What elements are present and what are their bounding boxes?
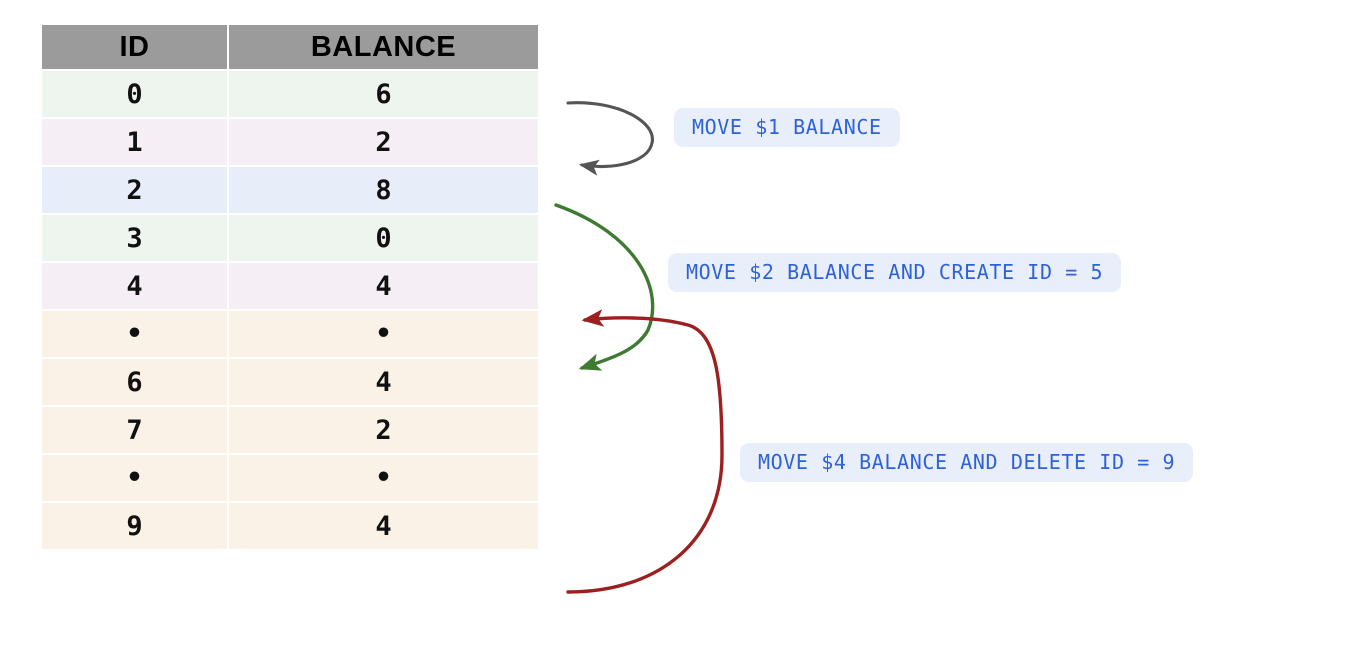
cell-id: 2	[42, 167, 228, 213]
cell-balance: 2	[229, 407, 538, 453]
cell-balance: 8	[229, 167, 538, 213]
cell-id: 3	[42, 215, 228, 261]
table-row: ••	[42, 311, 538, 357]
cell-balance: 0	[229, 215, 538, 261]
cell-id: •	[42, 455, 228, 501]
arrow-move3	[566, 309, 724, 594]
cell-balance: 2	[229, 119, 538, 165]
column-header-id: ID	[42, 25, 228, 69]
cell-id: 6	[42, 359, 228, 405]
cell-balance: 4	[229, 263, 538, 309]
table-header-row: ID BALANCE	[42, 25, 538, 69]
cell-id: 0	[42, 71, 228, 117]
annotation-move-1-balance: MOVE $1 BALANCE	[674, 108, 900, 147]
cell-id: 1	[42, 119, 228, 165]
cell-id: 9	[42, 503, 228, 549]
arrow-move2	[554, 203, 655, 371]
cell-id: 4	[42, 263, 228, 309]
cell-id: •	[42, 311, 228, 357]
arrow-move1	[566, 101, 654, 176]
annotation-move-2-balance-create: MOVE $2 BALANCE AND CREATE ID = 5	[668, 253, 1122, 292]
cell-balance: 4	[229, 359, 538, 405]
table-row: ••	[42, 455, 538, 501]
cell-balance: 4	[229, 503, 538, 549]
cell-balance: •	[229, 455, 538, 501]
column-header-balance: BALANCE	[229, 25, 538, 69]
cell-id: 7	[42, 407, 228, 453]
cell-balance: 6	[229, 71, 538, 117]
annotation-move-4-balance-delete: MOVE $4 BALANCE AND DELETE ID = 9	[740, 443, 1194, 482]
cell-balance: •	[229, 311, 538, 357]
